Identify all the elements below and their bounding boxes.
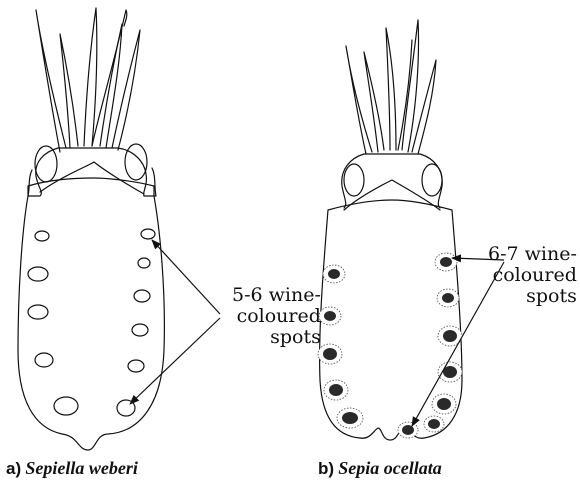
annotation-b-line2: coloured bbox=[488, 265, 577, 286]
annotation-a-line3: spots bbox=[232, 327, 321, 348]
annotation-b: 6-7 wine- coloured spots bbox=[488, 244, 577, 307]
eye-left-a bbox=[35, 146, 57, 182]
annotation-a-line1: 5-6 wine- bbox=[232, 285, 321, 306]
annotation-a: 5-6 wine- coloured spots bbox=[232, 285, 321, 348]
sepiella-weberi-drawing bbox=[18, 8, 164, 450]
caption-b: b) Sepia ocellata bbox=[318, 458, 442, 479]
spots-a bbox=[28, 229, 155, 416]
eye-right-b bbox=[422, 164, 442, 196]
spots-b bbox=[318, 253, 462, 438]
caption-a-species: Sepiella weberi bbox=[25, 458, 137, 478]
annotation-b-line1: 6-7 wine- bbox=[488, 244, 577, 265]
caption-b-letter: b) bbox=[318, 459, 334, 478]
eye-left-b bbox=[344, 164, 364, 196]
mantle-a bbox=[18, 178, 164, 450]
eye-right-a bbox=[125, 144, 147, 180]
arms-a bbox=[36, 8, 140, 152]
annotation-b-line3: spots bbox=[488, 286, 577, 307]
annotation-a-line2: coloured bbox=[232, 306, 321, 327]
arrows-a bbox=[130, 240, 220, 404]
head-a bbox=[28, 148, 156, 196]
caption-a-letter: a) bbox=[6, 459, 21, 478]
caption-b-species: Sepia ocellata bbox=[338, 458, 441, 478]
arms-b bbox=[346, 20, 436, 154]
caption-a: a) Sepiella weberi bbox=[6, 458, 138, 479]
